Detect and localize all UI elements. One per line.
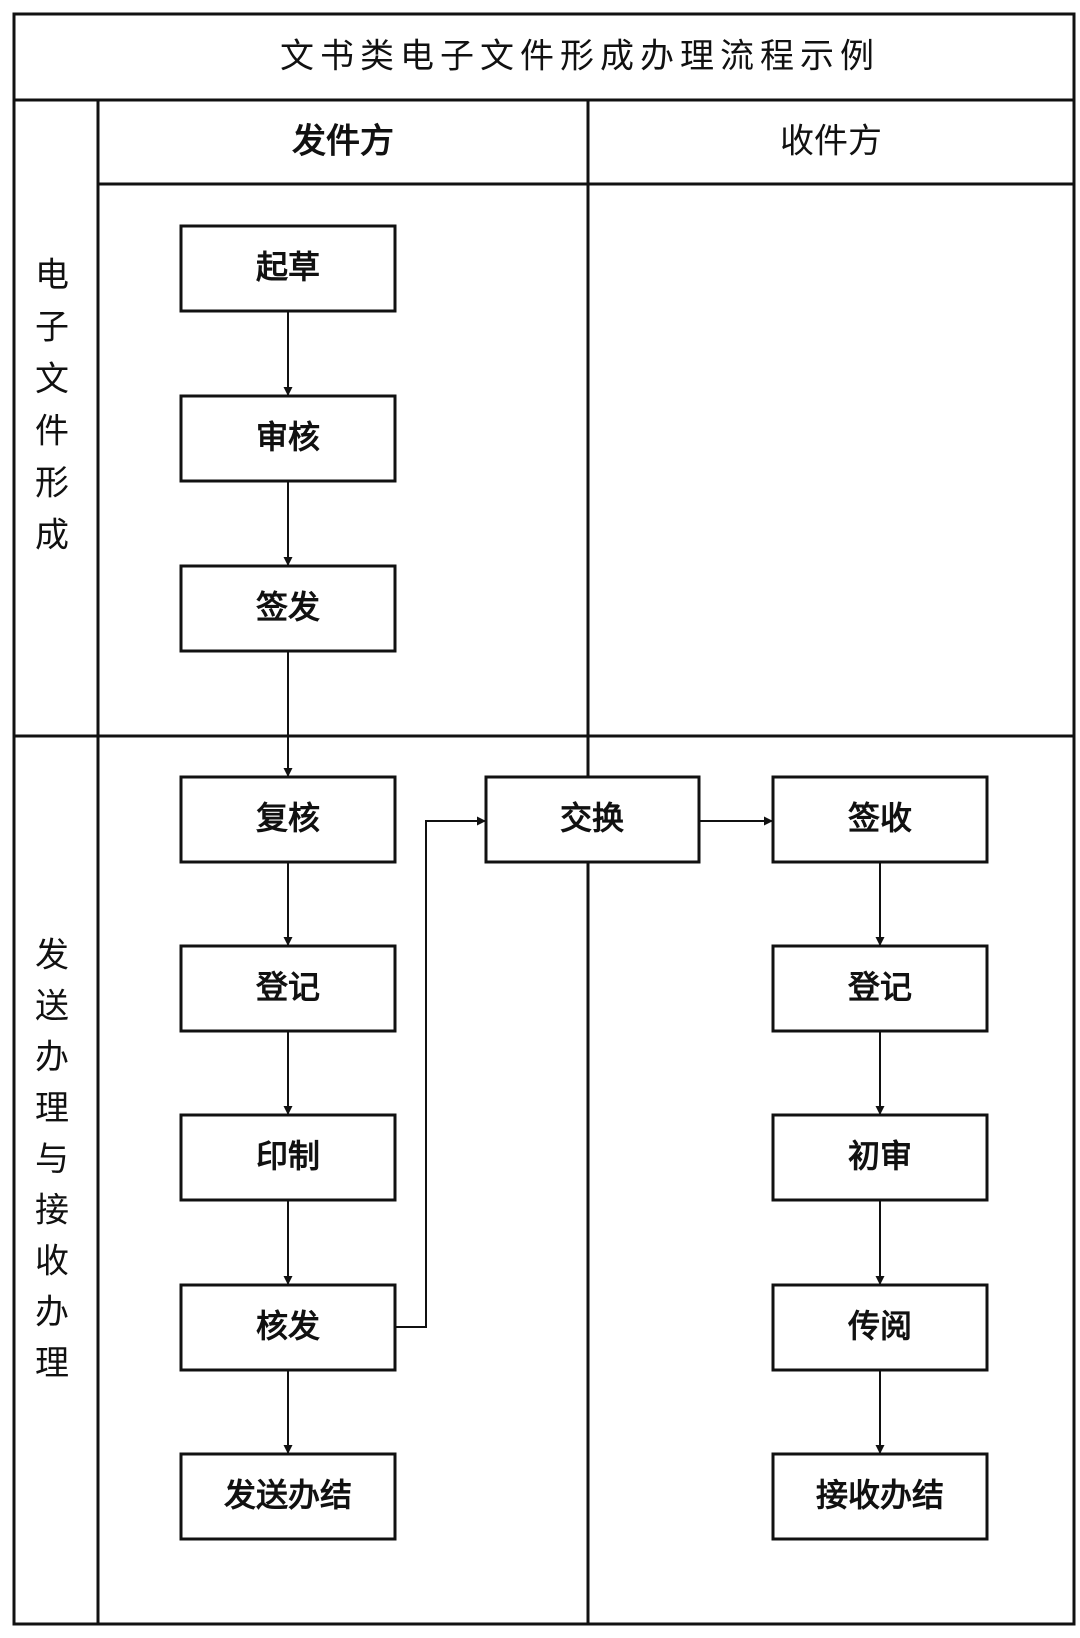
node-sign-issue-label: 签发 [256,588,320,626]
column-header-sender: 发件方 [292,122,394,162]
node-print-label: 印制 [256,1137,320,1175]
row-handling-char: 送 [35,987,69,1027]
node-verify-issue-label: 核发 [256,1307,320,1345]
outer-border [12,12,1076,1626]
row-handling-char: 接 [35,1191,69,1231]
node-sign-receive-label: 签收 [848,799,912,837]
node-recheck-label: 复核 [256,799,320,837]
node-receive-done: 接收办结 [771,1452,989,1541]
row-handling-char: 理 [35,1344,69,1384]
row-formation-char: 子 [35,308,69,348]
row-handling-char: 办 [35,1038,69,1078]
table-grid [12,12,1076,1626]
node-review-label: 审核 [256,418,320,456]
node-exchange-label: 交换 [560,799,624,837]
node-register-receive: 登记 [771,944,989,1033]
row-handling-char: 理 [35,1089,69,1129]
node-recheck: 复核 [179,775,397,864]
node-register-send: 登记 [179,944,397,1033]
edge-verify-issue-exchange [395,816,486,1328]
node-draft-label: 起草 [256,248,320,286]
node-send-done-label: 发送办结 [224,1476,352,1514]
row-handling-char: 收 [35,1242,69,1282]
node-sign-issue: 签发 [179,564,397,653]
node-circulate: 传阅 [771,1283,989,1372]
row-handling-char: 与 [35,1140,69,1180]
node-sign-receive: 签收 [771,775,989,864]
row-handling-char: 发 [35,936,69,976]
node-register-send-label: 登记 [255,968,320,1006]
node-receive-done-label: 接收办结 [816,1476,944,1514]
node-review: 审核 [179,394,397,483]
node-register-receive-label: 登记 [847,968,912,1006]
column-header-receiver: 收件方 [780,122,882,162]
node-draft: 起草 [179,224,397,313]
node-send-done: 发送办结 [179,1452,397,1541]
diagram-title: 文书类电子文件形成办理流程示例 [280,37,880,77]
node-print: 印制 [179,1113,397,1202]
node-circulate-label: 传阅 [847,1307,912,1345]
row-label-formation: 电子文件形成 [35,256,69,556]
row-formation-char: 文 [35,360,69,400]
node-initial-review: 初审 [771,1113,989,1202]
row-formation-char: 成 [35,516,69,556]
row-formation-char: 形 [35,464,69,504]
row-handling-char: 办 [35,1293,69,1333]
node-initial-review-label: 初审 [848,1137,912,1175]
node-verify-issue: 核发 [179,1283,397,1372]
flow-edges [283,311,885,1454]
row-formation-char: 电 [35,256,69,296]
node-exchange: 交换 [484,775,701,864]
row-formation-char: 件 [35,412,69,452]
